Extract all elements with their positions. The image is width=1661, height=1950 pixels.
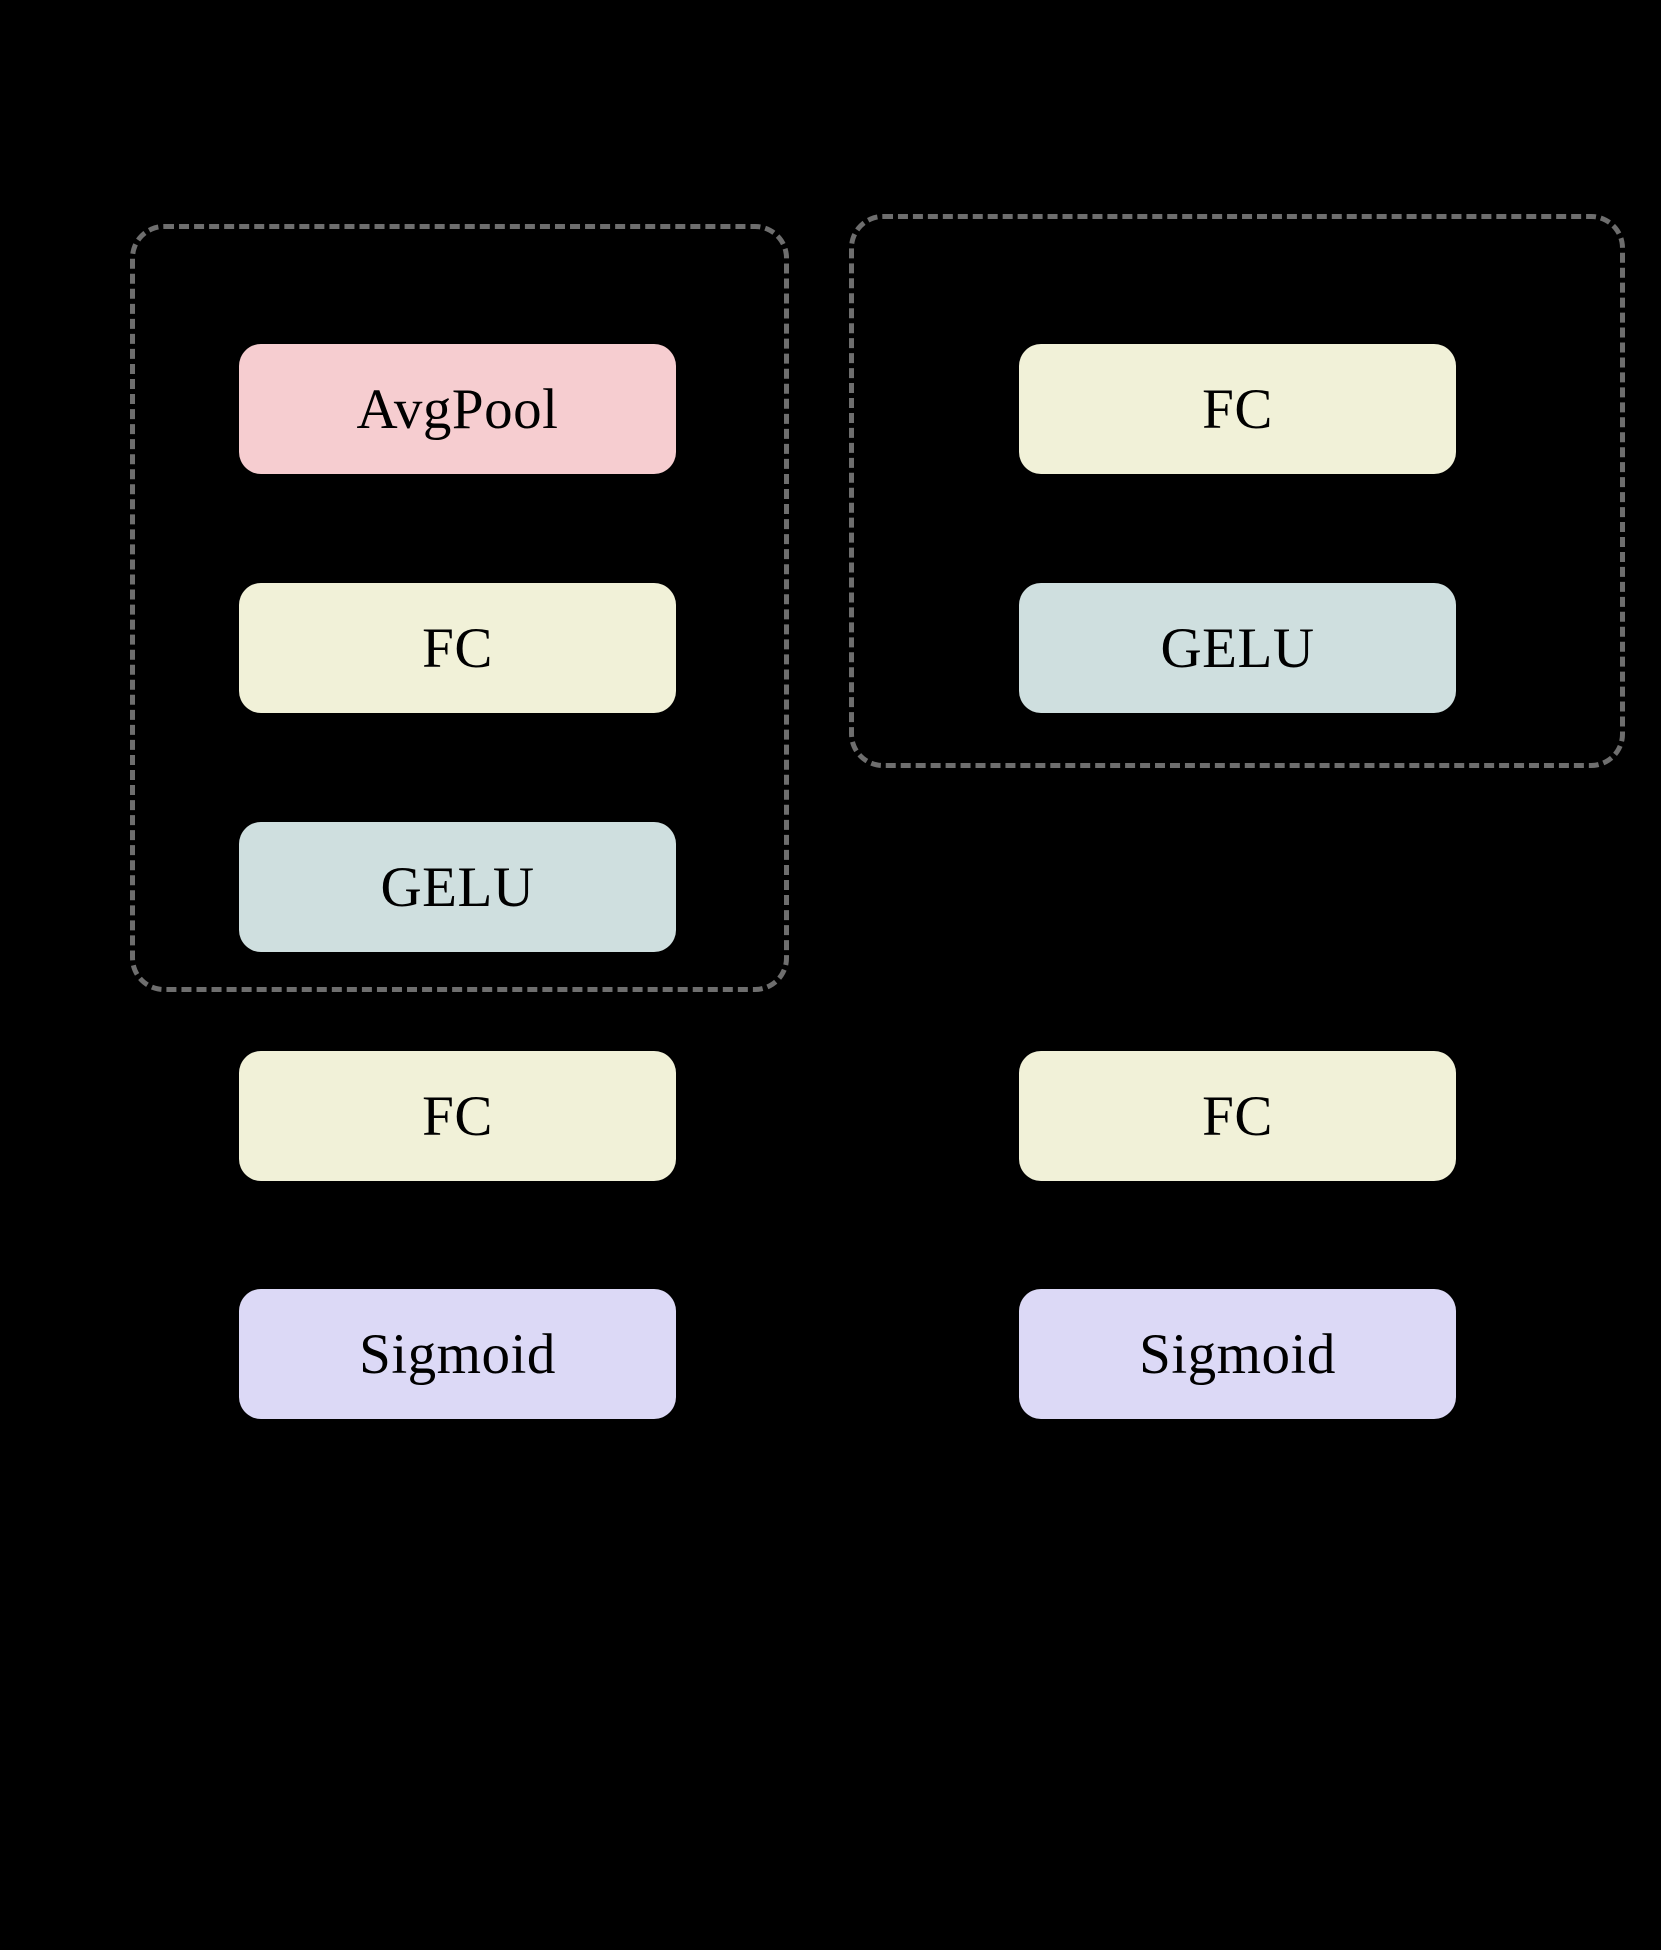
node-avgpool-left[interactable]: AvgPool bbox=[239, 344, 676, 474]
node-fc-left-2[interactable]: FC bbox=[239, 1051, 676, 1181]
node-sigmoid-right[interactable]: Sigmoid bbox=[1019, 1289, 1456, 1419]
node-sigmoid-left[interactable]: Sigmoid bbox=[239, 1289, 676, 1419]
node-fc-left-1[interactable]: FC bbox=[239, 583, 676, 713]
node-fc-right-1[interactable]: FC bbox=[1019, 344, 1456, 474]
group-container-right bbox=[849, 214, 1625, 768]
node-gelu-left[interactable]: GELU bbox=[239, 822, 676, 952]
node-gelu-right[interactable]: GELU bbox=[1019, 583, 1456, 713]
group-container-left bbox=[130, 224, 789, 992]
node-fc-right-2[interactable]: FC bbox=[1019, 1051, 1456, 1181]
